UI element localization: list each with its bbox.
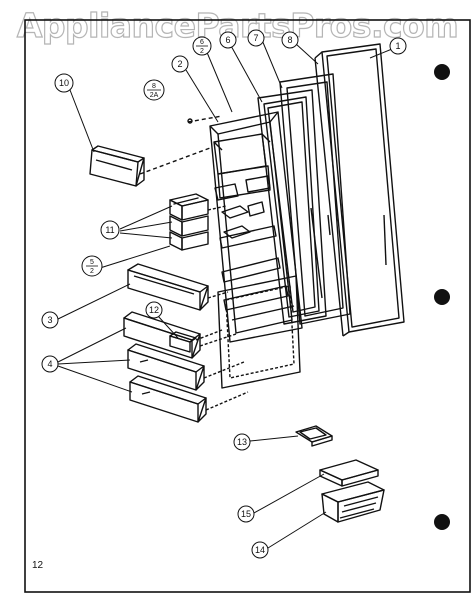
screw (187, 118, 193, 124)
callout-14 (251, 541, 269, 559)
door-outer-panel (314, 43, 405, 337)
callout-13 (233, 433, 251, 451)
door-bin-1 (123, 311, 201, 359)
door-gasket (257, 89, 327, 325)
bin-lid (319, 459, 379, 487)
fraction-bottom: 2A (150, 92, 159, 99)
leader-lines (57, 39, 393, 549)
page-number: 12 (32, 560, 44, 571)
callout-11 (100, 220, 120, 240)
fraction-top: 8 (152, 83, 156, 90)
door-inner-liner (209, 111, 303, 343)
frame-border (24, 19, 471, 593)
callout-label-2: 2 (177, 59, 182, 69)
callout-label-7: 7 (253, 33, 258, 43)
fraction-bottom: 2 (200, 48, 204, 55)
fraction-top: 5 (90, 259, 94, 266)
fraction-callouts: 6 2 5 2 8 2A (86, 39, 208, 275)
ice-tray (295, 425, 333, 447)
fraction-bottom: 2 (90, 268, 94, 275)
door-bin-3 (129, 375, 207, 423)
callout-label-15: 15 (241, 509, 251, 519)
callout-label-8: 8 (287, 35, 292, 45)
callout-label-11: 11 (105, 225, 114, 235)
bin-leaders (199, 333, 249, 411)
callout-label-10: 10 (59, 78, 69, 88)
callout-label-3: 3 (47, 315, 52, 325)
callout-12 (145, 301, 163, 319)
callout-label-4: 4 (47, 359, 52, 369)
callout-label-6: 6 (225, 35, 230, 45)
binder-hole (434, 514, 450, 530)
callout-circles (41, 29, 407, 559)
door-bin-large (127, 263, 229, 311)
callout-2 (171, 55, 189, 73)
callout-15 (237, 505, 255, 523)
leader-9 (187, 115, 223, 123)
storage-basket (321, 481, 385, 523)
binder-hole (434, 64, 450, 80)
callout-4 (41, 355, 59, 373)
lower-door-frame (217, 275, 301, 389)
callout-label-14: 14 (255, 545, 265, 555)
callout-3 (41, 311, 59, 329)
egg-containers (169, 193, 227, 251)
dairy-door (89, 145, 211, 187)
fraction-top: 6 (200, 39, 204, 46)
callout-8 (281, 31, 299, 49)
callout-1 (389, 37, 407, 55)
callout-7 (247, 29, 265, 47)
door-bin-2 (127, 343, 205, 391)
watermark: AppliancePartsPros.com (16, 5, 459, 45)
callout-label-1: 1 (395, 41, 400, 51)
binder-hole (434, 289, 450, 305)
door-insulation (279, 73, 351, 325)
callout-labels: 1 8 7 6 2 10 11 3 12 4 13 15 14 (47, 33, 400, 555)
callout-label-12: 12 (149, 305, 159, 315)
shelf-retainers (221, 201, 265, 239)
callout-10 (54, 73, 74, 93)
callout-6 (219, 31, 237, 49)
callout-label-13: 13 (237, 437, 247, 447)
